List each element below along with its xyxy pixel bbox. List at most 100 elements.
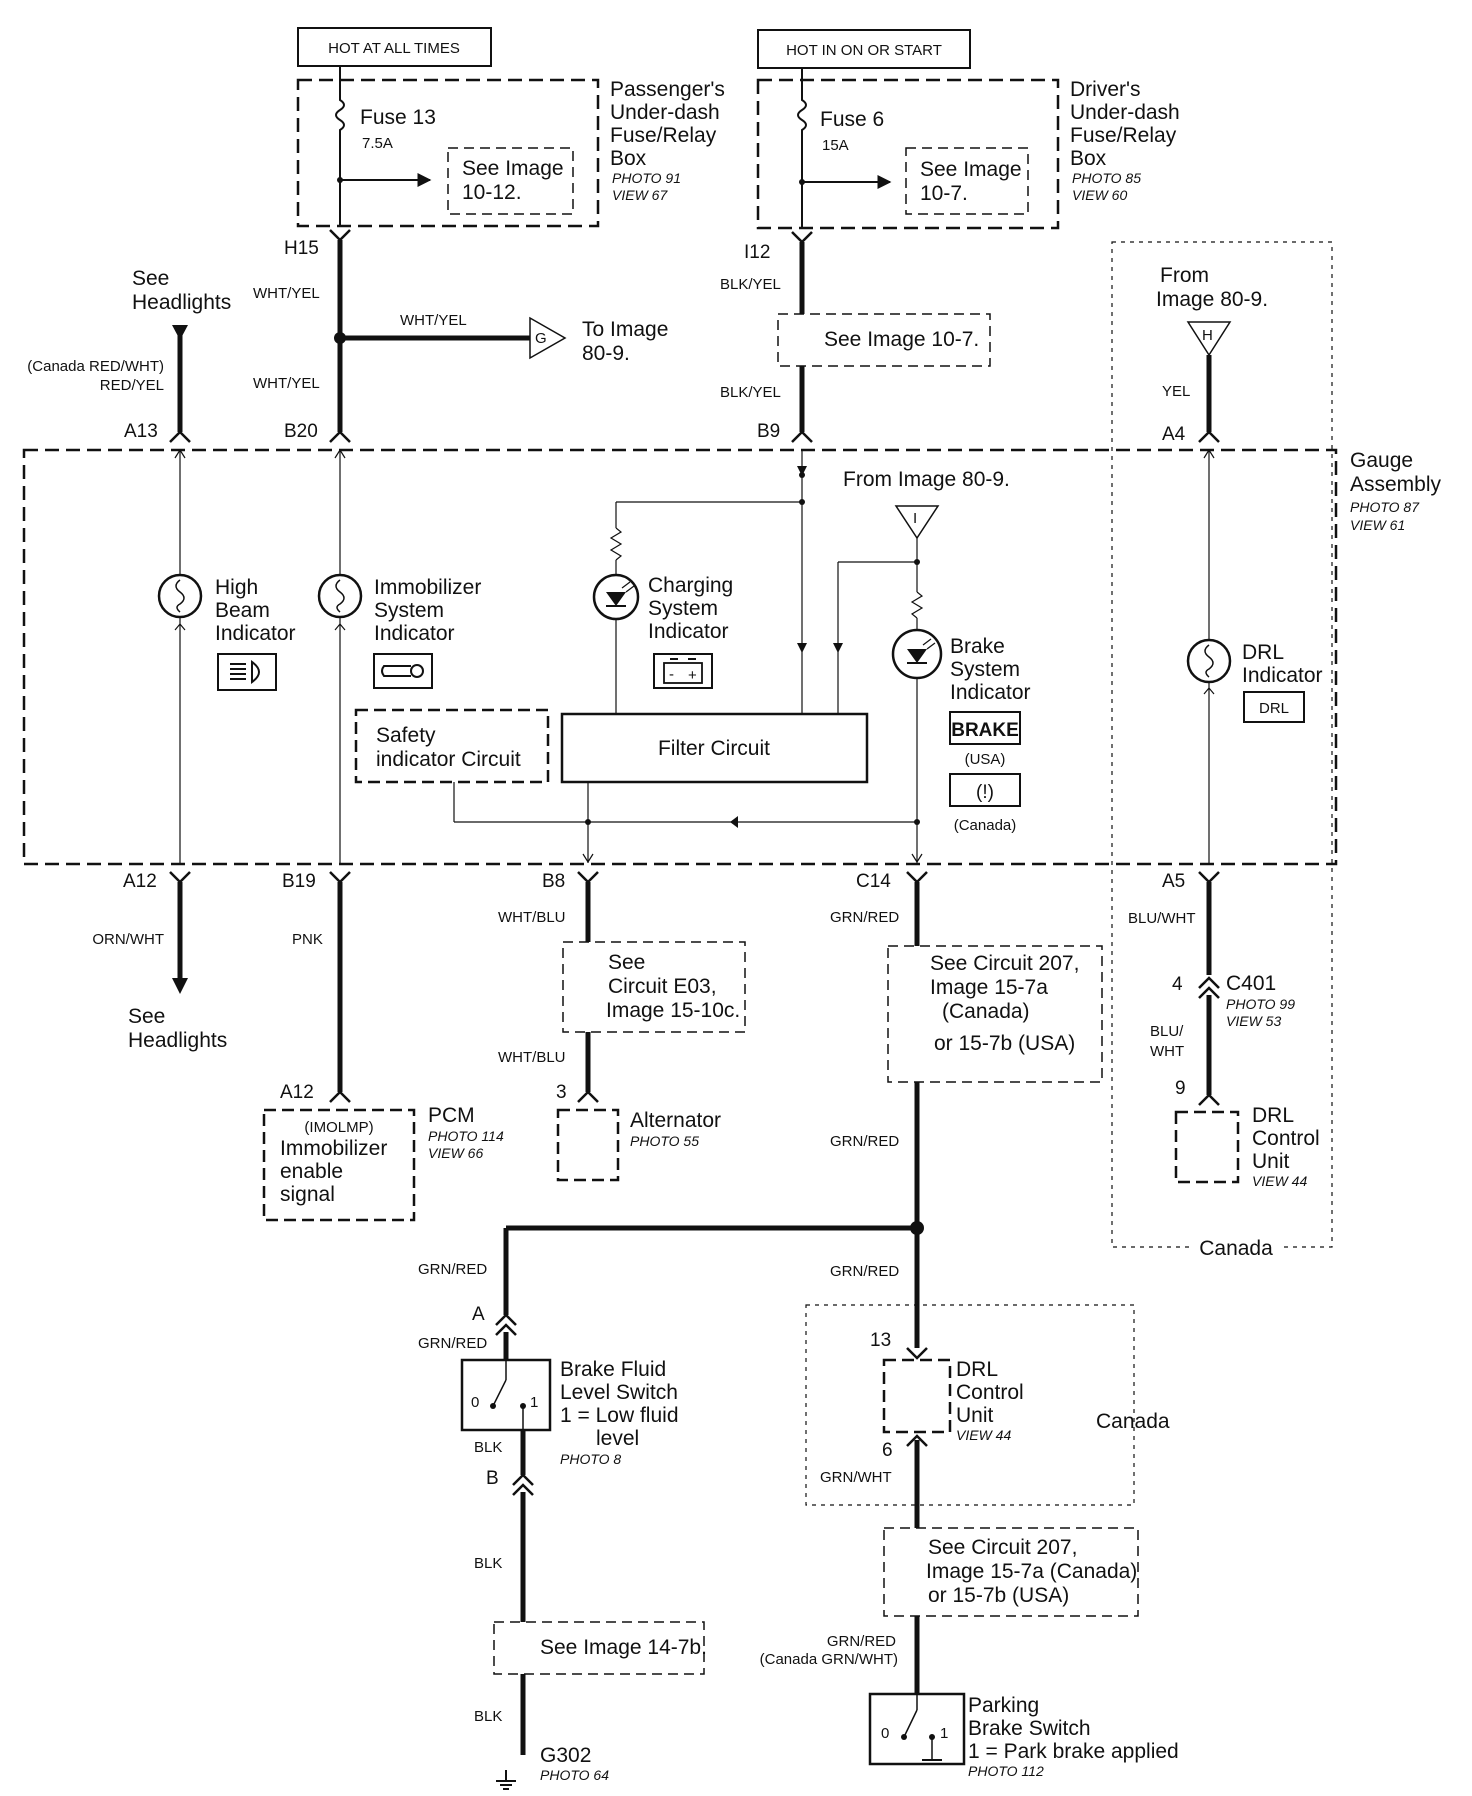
svg-text:+: + [688,667,697,684]
svg-text:7.5A: 7.5A [362,135,393,152]
svg-text:Image 15-10c.: Image 15-10c. [606,999,740,1022]
svg-text:VIEW 66: VIEW 66 [428,1145,483,1161]
svg-text:enable: enable [280,1160,343,1183]
svg-text:Indicator: Indicator [215,622,296,645]
svg-text:BLK/YEL: BLK/YEL [720,276,781,293]
svg-text:indicator Circuit: indicator Circuit [376,748,521,771]
svg-text:Passenger's: Passenger's [610,78,725,101]
svg-text:H: H [1202,327,1213,344]
svg-text:Fuse/Relay: Fuse/Relay [610,124,717,147]
safety-indicator-circuit [354,708,916,828]
svg-text:PHOTO 64: PHOTO 64 [540,1767,609,1783]
svg-text:BLK/YEL: BLK/YEL [720,384,781,401]
svg-text:H15: H15 [284,238,319,259]
svg-text:C14: C14 [856,871,891,892]
supply-hot-at-all-times: HOT AT ALL TIMES [297,27,492,67]
svg-text:level: level [596,1427,639,1450]
svg-text:Canada: Canada [1199,1237,1273,1260]
drl-indicator [1186,448,1305,863]
svg-text:(USA): (USA) [965,751,1006,768]
svg-text:15A: 15A [822,137,849,154]
svg-text:A13: A13 [124,421,158,442]
svg-text:High: High [215,576,258,599]
svg-text:A5: A5 [1162,871,1185,892]
svg-text:Immobilizer: Immobilizer [374,576,481,599]
svg-text:10-7.: 10-7. [920,182,968,205]
svg-text:GRN/RED: GRN/RED [830,1263,899,1280]
svg-text:PNK: PNK [292,931,323,948]
svg-text:A4: A4 [1162,424,1186,445]
svg-text:WHT/YEL: WHT/YEL [400,312,467,329]
svg-text:1: 1 [940,1725,948,1742]
brake-warning-icon: (!) [976,782,994,803]
canada-region-top: H [1111,241,1333,1248]
svg-text:Unit: Unit [1252,1150,1290,1173]
see-image-10-7: See Image 10-7. [824,328,979,351]
svg-text:Headlights: Headlights [132,291,231,314]
svg-text:DRL: DRL [1242,641,1284,664]
svg-text:I: I [913,510,917,527]
passenger-fuse-box: Fuse 13 7.5A See Image 10-12. Passenger'… [296,66,725,228]
svg-text:Beam: Beam [215,599,270,622]
wire-a13-headlights [169,325,191,443]
svg-text:WHT: WHT [1150,1043,1184,1060]
svg-text:B8: B8 [542,871,565,892]
svg-text:WHT/YEL: WHT/YEL [253,375,320,392]
svg-text:GRN/WHT: GRN/WHT [820,1469,892,1486]
svg-text:See: See [608,951,645,974]
pcm-box [262,1108,416,1222]
svg-text:See Image: See Image [920,158,1022,181]
svg-text:(Canada RED/WHT): (Canada RED/WHT) [27,358,164,375]
svg-text:VIEW 44: VIEW 44 [956,1427,1011,1443]
svg-text:G302: G302 [540,1744,591,1767]
svg-text:Assembly: Assembly [1350,473,1442,496]
svg-text:Immobilizer: Immobilizer [280,1137,387,1160]
fuse-6-label: Fuse 6 [820,108,884,131]
svg-text:GRN/RED: GRN/RED [418,1261,487,1278]
svg-text:3: 3 [556,1082,567,1103]
svg-text:Gauge: Gauge [1350,449,1413,472]
svg-text:Headlights: Headlights [128,1029,227,1052]
supply-hot-in-on-or-start: HOT IN ON OR START [757,29,971,69]
wire-h15-b20: G [329,229,567,443]
svg-text:VIEW 67: VIEW 67 [612,187,668,203]
svg-text:YEL: YEL [1162,383,1190,400]
svg-text:GRN/RED: GRN/RED [418,1335,487,1352]
svg-text:80-9.: 80-9. [582,342,630,365]
svg-text:PHOTO 85: PHOTO 85 [1072,170,1141,186]
svg-text:10-12.: 10-12. [462,181,522,204]
svg-text:Fuse/Relay: Fuse/Relay [1070,124,1177,147]
svg-text:Image 15-7a (Canada): Image 15-7a (Canada) [926,1560,1137,1583]
brake-symbol: BRAKE [951,720,1019,741]
svg-text:1: 1 [530,1394,538,1411]
svg-text:Brake: Brake [950,635,1005,658]
svg-text:BLK: BLK [474,1708,502,1725]
svg-text:Brake Switch: Brake Switch [968,1717,1091,1740]
svg-text:To Image: To Image [582,318,668,341]
svg-text:System: System [374,599,444,622]
svg-text:C401: C401 [1226,972,1276,995]
svg-text:PHOTO 8: PHOTO 8 [560,1451,621,1467]
svg-text:PHOTO 114: PHOTO 114 [428,1128,504,1144]
svg-text:PHOTO 55: PHOTO 55 [630,1133,699,1149]
svg-text:System: System [950,658,1020,681]
svg-text:GRN/RED: GRN/RED [830,909,899,926]
svg-text:Box: Box [1070,147,1107,170]
svg-text:B9: B9 [757,421,780,442]
fuse-13-label: Fuse 13 [360,106,436,129]
svg-text:Control: Control [956,1381,1024,1404]
svg-text:Image 15-7a: Image 15-7a [930,976,1048,999]
wire-a12-headlights [169,871,191,994]
svg-text:(Canada GRN/WHT): (Canada GRN/WHT) [760,1651,898,1668]
svg-text:Indicator: Indicator [950,681,1031,704]
svg-text:See: See [128,1005,165,1028]
svg-text:PCM: PCM [428,1104,475,1127]
svg-text:A12: A12 [123,871,157,892]
svg-text:0: 0 [471,1394,479,1411]
svg-text:Box: Box [610,147,647,170]
svg-text:PHOTO 91: PHOTO 91 [612,170,681,186]
svg-text:WHT/YEL: WHT/YEL [253,285,320,302]
svg-text:or 15-7b (USA): or 15-7b (USA) [934,1032,1075,1055]
svg-text:BLK: BLK [474,1439,502,1456]
